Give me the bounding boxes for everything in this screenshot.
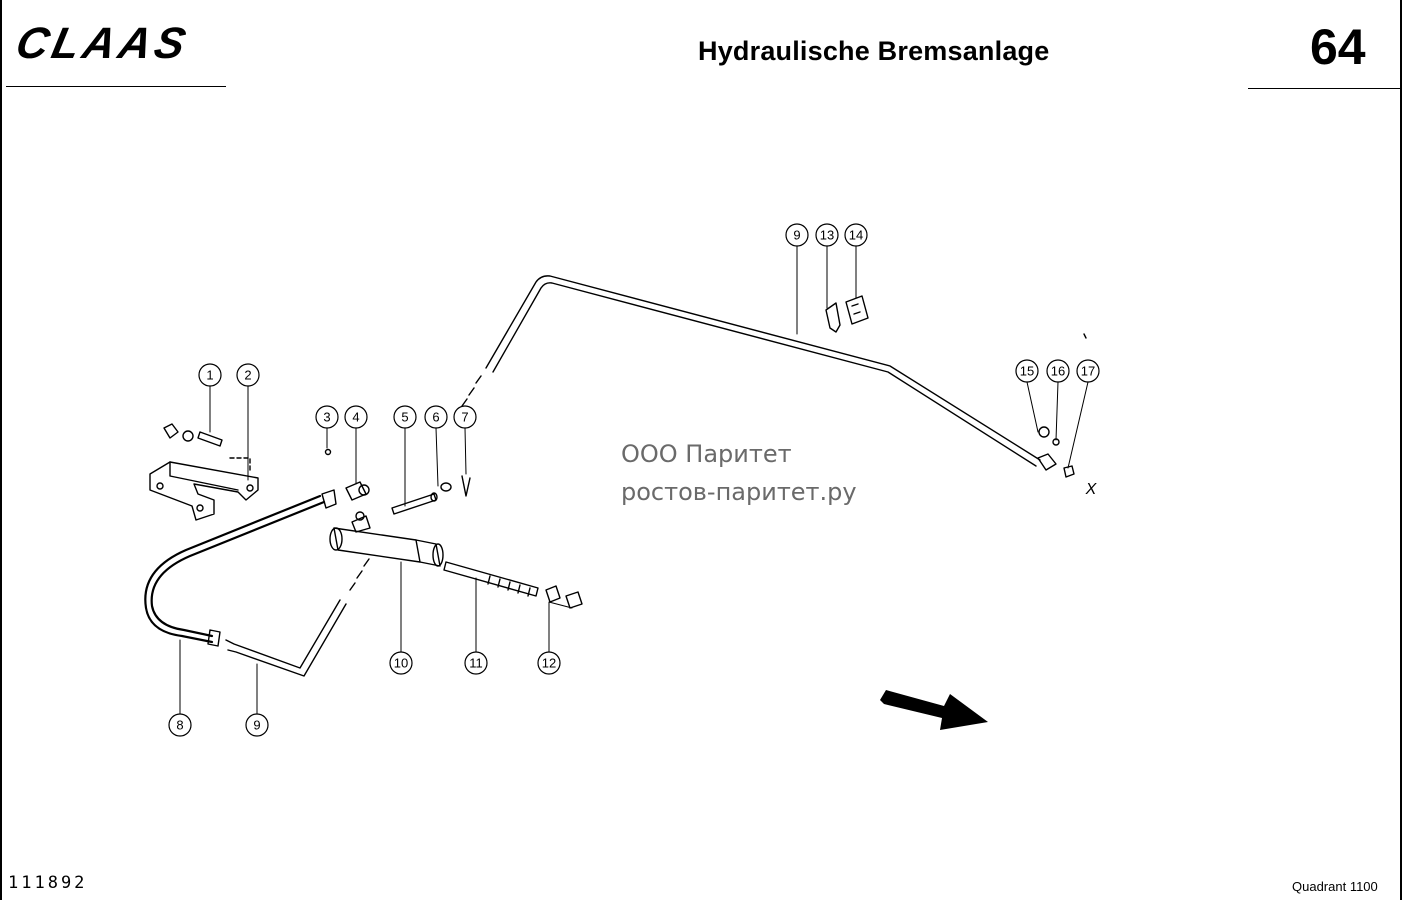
callout-c14: 14 — [844, 223, 868, 247]
callout-circle — [168, 713, 192, 737]
callout-label: 10 — [394, 656, 408, 671]
brake-line-upper — [455, 275, 1041, 467]
callout-c2: 2 — [236, 363, 260, 387]
header-rule-left — [6, 86, 226, 87]
callout-circle — [1015, 359, 1039, 383]
callout-label: 2 — [244, 368, 251, 383]
watermark-url: ростов-паритет.ру — [621, 478, 857, 506]
callout-label: 14 — [849, 228, 863, 243]
callout-circle — [844, 223, 868, 247]
callout-circle — [815, 223, 839, 247]
callout-circle — [198, 363, 222, 387]
callout-label: 13 — [820, 228, 834, 243]
page-title: Hydraulische Bremsanlage — [698, 36, 1050, 66]
travel-direction-arrow — [880, 690, 988, 730]
brake-hose — [144, 489, 337, 647]
callout-circle — [424, 405, 448, 429]
callout-circle — [245, 713, 269, 737]
callout-c16: 16 — [1046, 359, 1070, 383]
claas-logo: CLAAS — [12, 20, 194, 64]
model-name: Quadrant 1100 — [1292, 879, 1378, 894]
push-rod — [443, 561, 583, 609]
callout-circle — [1046, 359, 1070, 383]
callout-label: 11 — [469, 656, 483, 671]
watermark-company: ООО Паритет — [621, 440, 792, 468]
brake-line-lower — [225, 558, 370, 677]
callout-c9a: 9 — [245, 713, 269, 737]
page-number: 64 — [1310, 19, 1366, 75]
master-cylinder — [329, 511, 444, 567]
brake-line-end-fittings — [1037, 333, 1087, 478]
header-rule-right — [1248, 88, 1400, 89]
callout-label: 3 — [323, 410, 330, 425]
svg-text:CLAAS: CLAAS — [12, 20, 194, 64]
callout-c13: 13 — [815, 223, 839, 247]
callout-c8: 8 — [168, 713, 192, 737]
callout-circle — [315, 405, 339, 429]
frame-left-border — [0, 0, 2, 900]
callout-c15: 15 — [1015, 359, 1039, 383]
callout-circle — [236, 363, 260, 387]
callout-c3: 3 — [315, 405, 339, 429]
callout-label: 5 — [401, 410, 408, 425]
callout-label: 4 — [352, 410, 359, 425]
callout-label: 9 — [253, 718, 260, 733]
callout-circle — [785, 223, 809, 247]
callout-c6: 6 — [424, 405, 448, 429]
drawing-number: 111892 — [8, 873, 88, 893]
frame-right-border — [1400, 0, 1402, 900]
connection-marker-x: X — [1085, 481, 1098, 498]
callout-circle — [389, 651, 413, 675]
callout-label: 7 — [461, 410, 468, 425]
bolt-assembly — [163, 423, 223, 447]
callout-label: 17 — [1081, 364, 1095, 379]
callout-circle — [453, 405, 477, 429]
pin-assembly — [391, 475, 471, 515]
callout-label: 1 — [206, 368, 213, 383]
bracket — [149, 457, 259, 521]
line-clips — [825, 295, 869, 333]
callout-c5: 5 — [393, 405, 417, 429]
callout-c12: 12 — [537, 651, 561, 675]
callout-label: 16 — [1051, 364, 1065, 379]
callout-circle — [393, 405, 417, 429]
callout-label: 8 — [176, 718, 183, 733]
connector-fitting — [324, 448, 370, 501]
callout-c7: 7 — [453, 405, 477, 429]
callout-c10: 10 — [389, 651, 413, 675]
callout-label: 9 — [793, 228, 800, 243]
callout-c1: 1 — [198, 363, 222, 387]
callout-label: 6 — [432, 410, 439, 425]
callout-c4: 4 — [344, 405, 368, 429]
callout-c17: 17 — [1076, 359, 1100, 383]
callout-label: 15 — [1020, 364, 1034, 379]
callout-circle — [1076, 359, 1100, 383]
callout-label: 12 — [542, 656, 556, 671]
callout-circle — [537, 651, 561, 675]
callout-circle — [344, 405, 368, 429]
callout-circle — [464, 651, 488, 675]
callout-c11: 11 — [464, 651, 488, 675]
callout-c9b: 9 — [785, 223, 809, 247]
leader-lines — [179, 245, 1089, 715]
